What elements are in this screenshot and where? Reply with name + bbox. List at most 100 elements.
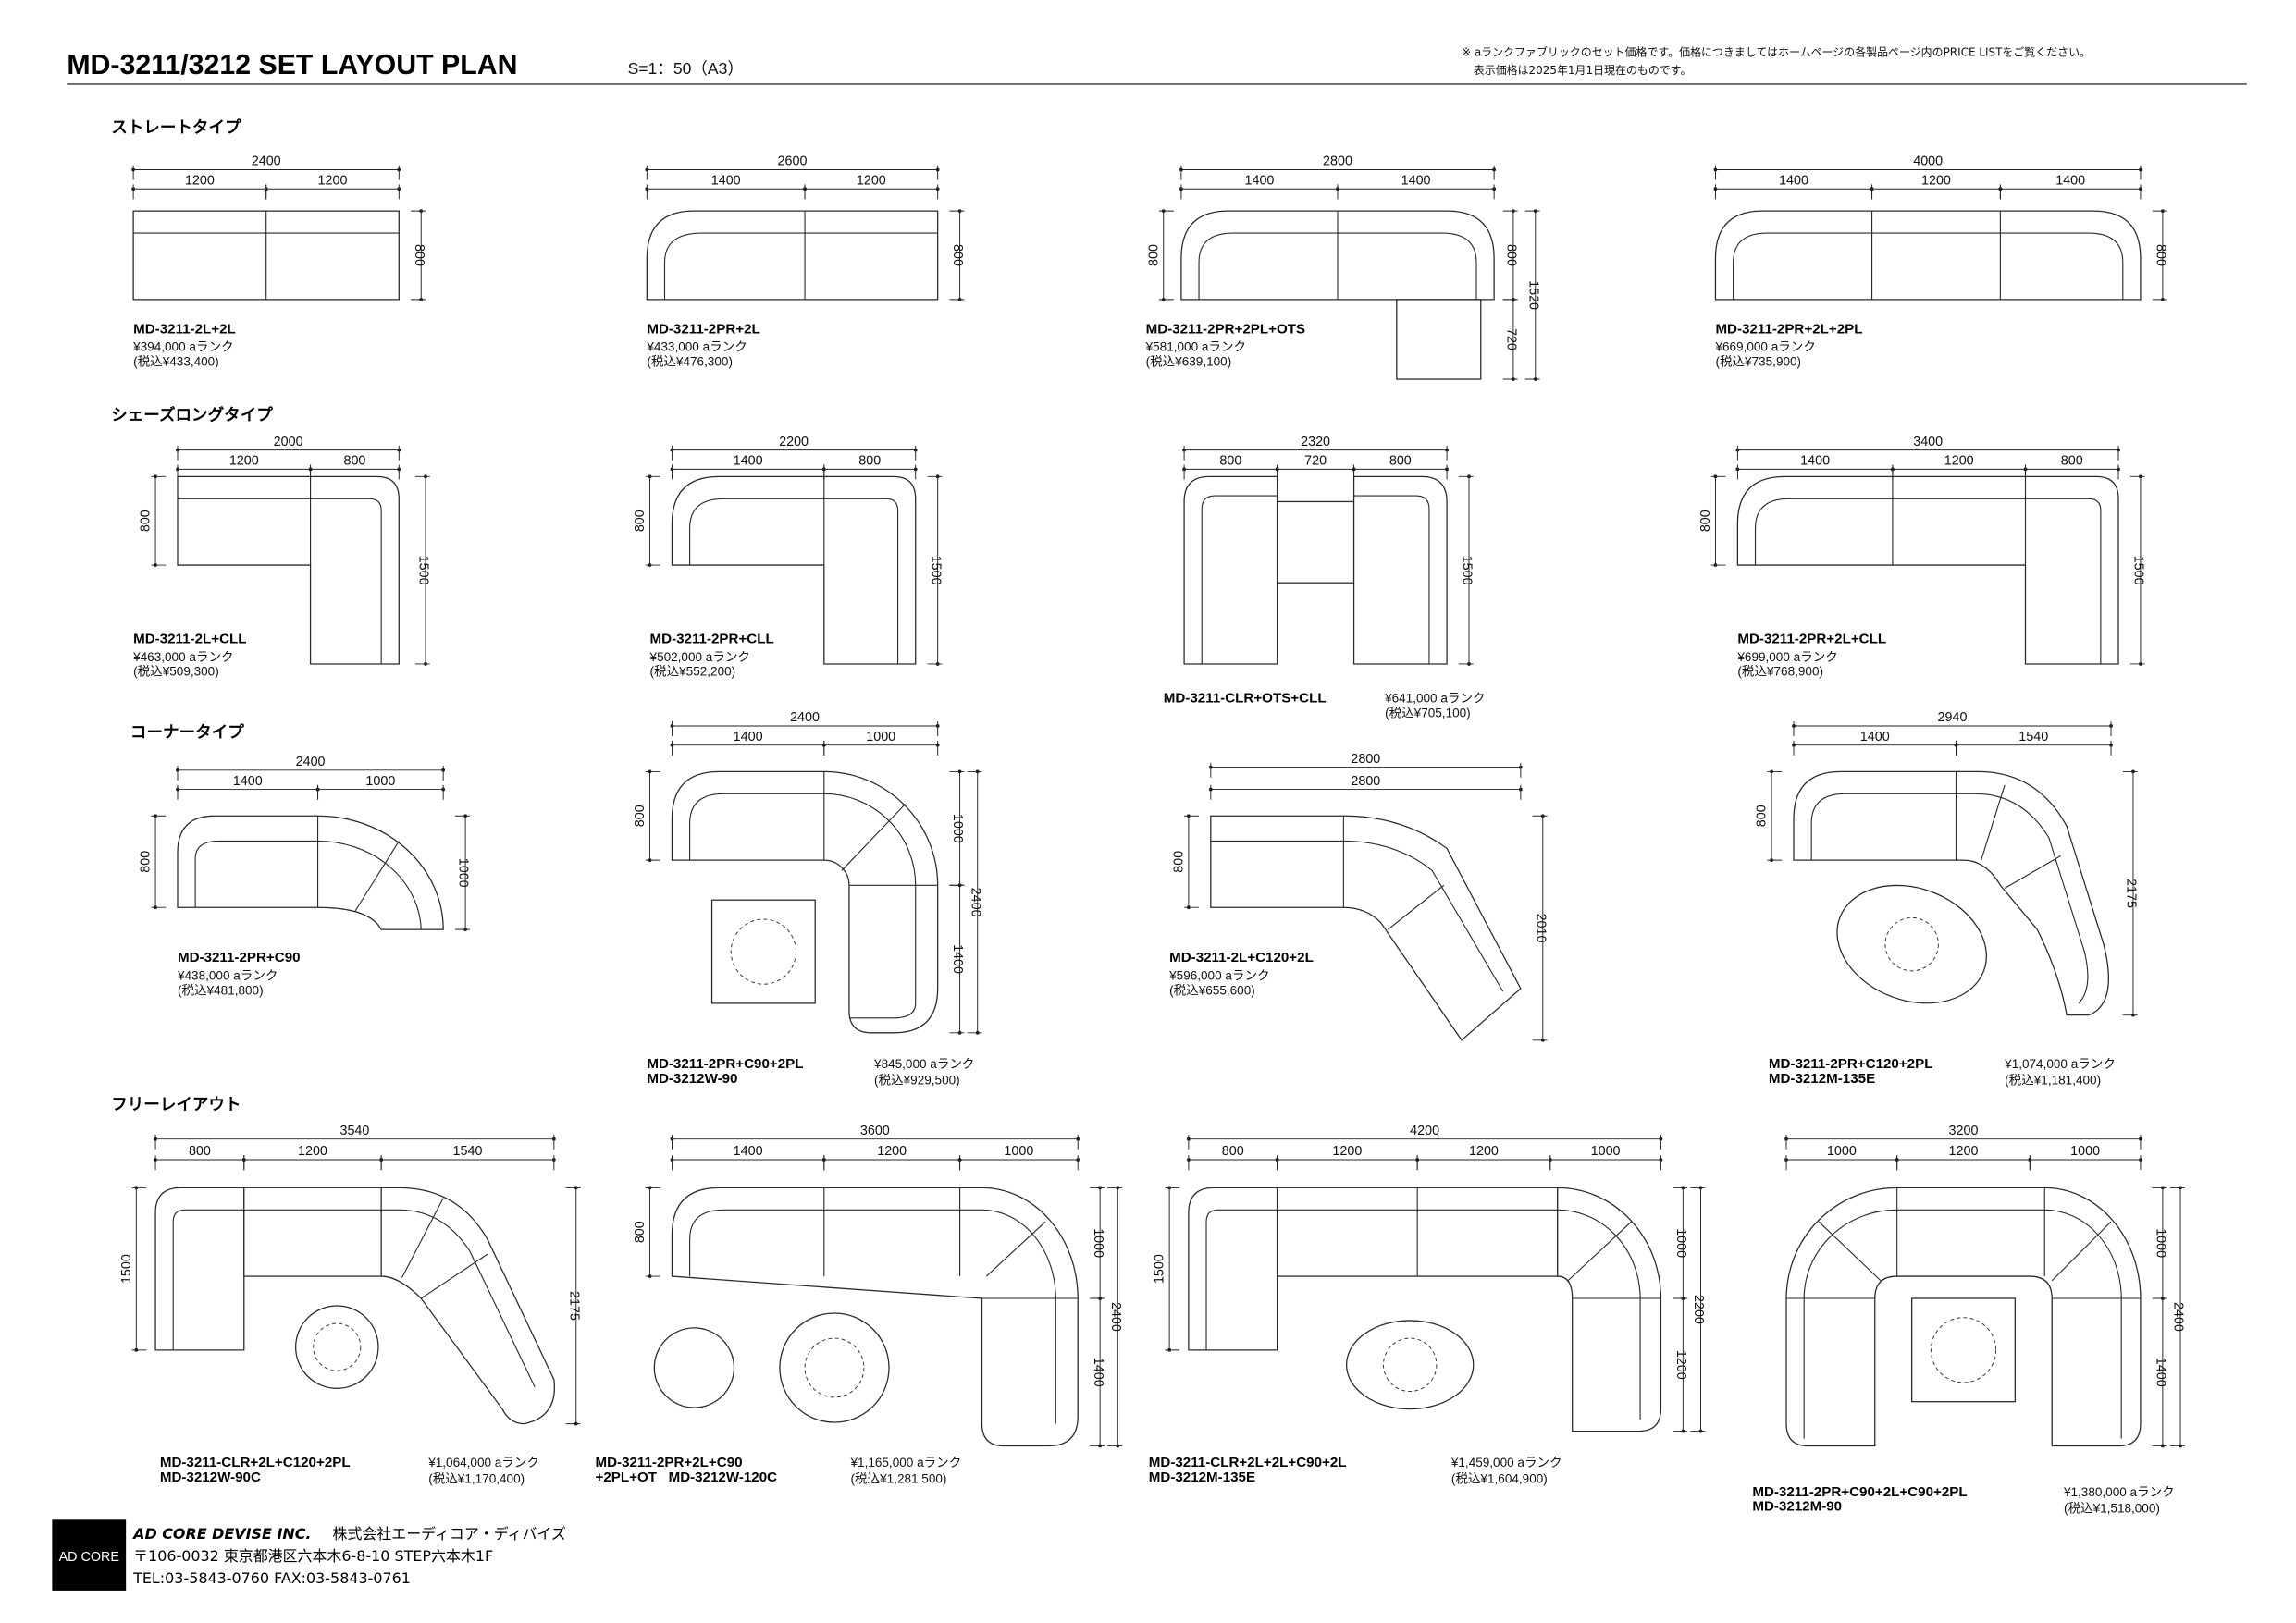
dimension: 800: [821, 454, 918, 480]
dimension-tick: [957, 769, 962, 774]
dimension: 1000: [454, 814, 471, 932]
dimension-tick: [1540, 814, 1545, 818]
dimension: 1400: [670, 454, 826, 480]
dimension-label: 1200: [1673, 1350, 1688, 1380]
caption-13: MD-3211-CLR+2L+C120+2PLMD-3212W-90C¥1,06…: [160, 1455, 539, 1486]
dimension: 2175: [565, 1186, 581, 1426]
caption-1: MD-3211-2L+2L¥394,000 aランク(税込¥433,400): [132, 322, 236, 369]
dimension-tick: [1186, 814, 1191, 818]
dimension: 2010: [1532, 814, 1548, 1042]
model-name: MD-3211-2PR+2PL+OTS: [1146, 322, 1306, 338]
dimension-tick: [648, 1186, 652, 1190]
dimension-label: 1540: [2018, 730, 2048, 744]
dimension-label: 2400: [2171, 1302, 2186, 1332]
dimension-tick: [645, 167, 649, 172]
dimension-label: 1500: [2131, 556, 2146, 585]
dimension-label: 1400: [1800, 454, 1830, 469]
dimension-tick: [1179, 167, 1183, 172]
dimension-label: 1000: [1591, 1144, 1621, 1159]
dimension: 2000: [176, 435, 401, 461]
dimension-tick: [935, 474, 940, 479]
model-name: MD-3211-CLR+2L+2L+C90+2L: [1149, 1455, 1347, 1470]
model-name-alt: MD-3212M-135E: [1769, 1071, 1875, 1087]
dimension-label: 2400: [252, 154, 281, 169]
dimension: 1000: [949, 769, 965, 888]
plan-drawing-13: [154, 1187, 556, 1425]
dimension-tick: [441, 768, 446, 772]
dimension-tick: [463, 928, 468, 932]
dimension-label: 2200: [1691, 1295, 1706, 1324]
dimension-tick: [1445, 448, 1449, 452]
dimension-tick: [1492, 187, 1497, 191]
dimension-tick: [648, 1274, 652, 1278]
dimension: 800: [308, 454, 401, 480]
dimension: 1500: [119, 1186, 147, 1352]
dimension-tick: [2160, 1297, 2165, 1300]
tax-price: (税込¥1,170,400): [428, 1471, 525, 1485]
dimension: 800: [139, 814, 167, 910]
dimension: 2600: [645, 154, 940, 180]
dimension-label: 800: [189, 1144, 211, 1159]
dimension-tick: [1770, 858, 1773, 863]
dimension-tick: [803, 187, 807, 191]
dimension: 800: [1146, 209, 1174, 301]
dimension-tick: [1167, 1347, 1172, 1352]
coffee-table: [1345, 1320, 1475, 1410]
dimension-tick: [1659, 1137, 1663, 1141]
dimension-tick: [1415, 1158, 1420, 1162]
tax-price: (税込¥433,400): [133, 355, 219, 369]
model-name: MD-3211-2PR+C90+2PL: [647, 1056, 803, 1072]
dimension-label: 1500: [416, 556, 431, 585]
dimension-tick: [670, 724, 674, 728]
dimension-label: 1000: [866, 730, 895, 744]
model-name-alt: MD-3212W-90: [647, 1071, 737, 1087]
dimension: 1400: [1713, 173, 1874, 200]
model-name-alt: +2PL+OT MD-3212W-120C: [596, 1469, 778, 1485]
dimension-tick: [1336, 187, 1339, 191]
dimension-tick: [241, 1158, 246, 1162]
dimension: 800: [139, 474, 167, 567]
dimension-tick: [1954, 743, 1958, 747]
dimension-label: 720: [1304, 454, 1327, 469]
dimension-label: 1200: [877, 1144, 907, 1159]
dimension-label: 720: [1503, 328, 1518, 350]
dimension: 1200: [264, 173, 401, 200]
dimension: 1200: [131, 173, 268, 200]
dimension-tick: [441, 787, 446, 792]
dimension-tick: [1681, 1429, 1685, 1433]
dimension-tick: [1533, 377, 1537, 381]
dimension-tick: [551, 1137, 556, 1141]
dimension-tick: [1784, 1137, 1788, 1141]
dimension-label: 1000: [456, 858, 471, 888]
dimension-label: 1200: [185, 173, 215, 188]
model-name: MD-3211-2PR+2L: [647, 322, 759, 338]
dimension-label: 1200: [318, 173, 348, 188]
dimension-tick: [1445, 467, 1449, 472]
plan-drawing-9: [177, 815, 444, 930]
dimension-tick: [957, 883, 962, 888]
dimension-tick: [1681, 1186, 1685, 1190]
caption-6: MD-3211-2PR+CLL¥502,000 aランク(税込¥552,200): [649, 632, 774, 679]
plan-drawing-15: [1188, 1187, 1662, 1432]
tax-price: (税込¥929,500): [874, 1074, 960, 1088]
dimension-tick: [2023, 467, 2028, 472]
caption-14: MD-3211-2PR+2L+C90+2PL+OT MD-3212W-120C¥…: [596, 1455, 962, 1486]
dimension: 1200: [1415, 1144, 1552, 1171]
dimension-label: 800: [1222, 1144, 1244, 1159]
dimension: 1200: [1673, 1297, 1688, 1433]
dimension-label: 1200: [298, 1144, 327, 1159]
dimension-label: 2010: [1533, 914, 1548, 943]
dimension: 1200: [1890, 454, 2028, 480]
dimension-label: 800: [1171, 851, 1186, 873]
dimension-label: 3200: [1949, 1124, 1979, 1138]
price: ¥1,459,000 aランク: [1450, 1456, 1562, 1469]
dimension: 800: [633, 769, 660, 863]
price: ¥641,000 aランク: [1384, 691, 1485, 705]
dimension: 1400: [1336, 173, 1497, 200]
dimension-tick: [1713, 167, 1718, 172]
dimension: 1000: [1089, 1186, 1105, 1300]
dimension-label: 1200: [1949, 1144, 1979, 1159]
dimension-tick: [1681, 1297, 1685, 1300]
ottoman: [1396, 299, 1482, 380]
